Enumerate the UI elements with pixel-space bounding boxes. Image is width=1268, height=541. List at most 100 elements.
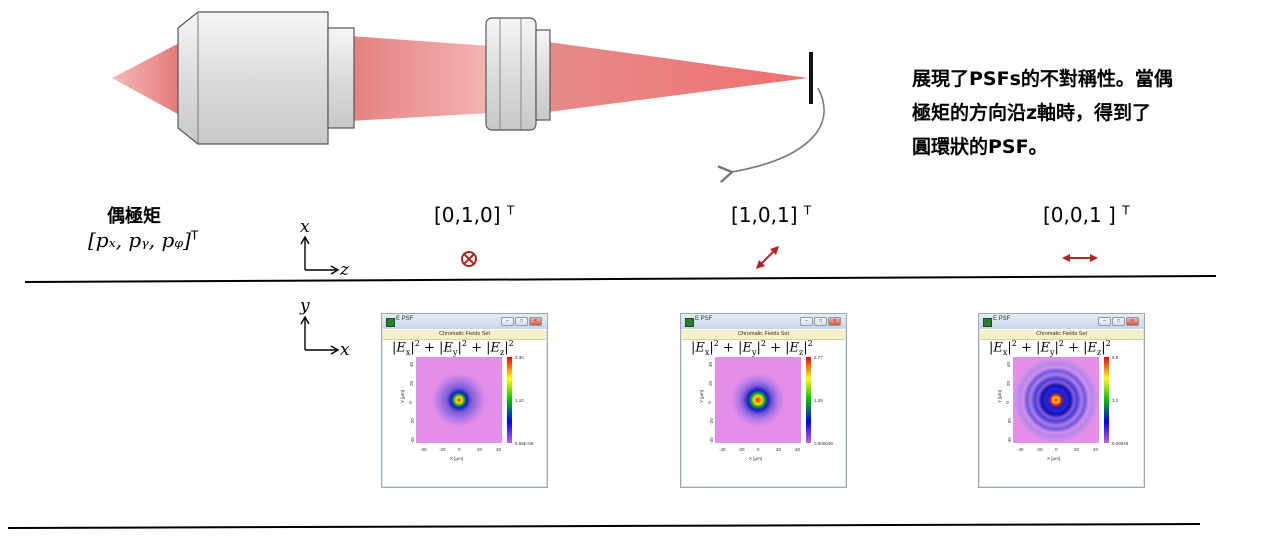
beam-middle (350, 36, 490, 121)
beam-converging (548, 42, 808, 112)
description-text: 展現了PSFs的不對稱性。當偶 極矩的方向沿z軸時，得到了 圓環狀的PSF。 (912, 62, 1242, 164)
minimize-button[interactable]: – (1098, 317, 1111, 326)
x-tick-label: 0 (1055, 447, 1058, 452)
upper-axes-icon (300, 235, 340, 275)
column-label-sup: T (1122, 203, 1130, 218)
window-titlebar[interactable]: E PSF –□× (979, 314, 1144, 329)
y-axis-label: Y [μm] (997, 389, 1003, 404)
objective-lens-icon (177, 11, 355, 145)
column-label-sup: T (506, 203, 515, 218)
column-label-text: [0,0,1 ] (1043, 203, 1116, 227)
dipole-vector-text: [pₓ, pᵧ, pᵩ] (88, 228, 191, 252)
y-axis-label: Y [μm] (699, 389, 705, 404)
lower-axis-vertical-label: y (300, 296, 310, 316)
dipole-vector-label: [pₓ, pᵧ, pᵩ]T (88, 228, 198, 252)
x-tick-label: 20 (477, 447, 483, 452)
y-tick-label: -20 (708, 418, 714, 425)
tube-lens-icon (485, 17, 551, 131)
dipole-title: 偶極矩 (107, 206, 161, 227)
x-tick-label: 40 (1093, 447, 1099, 452)
upper-axis-vertical-label: x (300, 217, 310, 237)
window-header: Chromatic Fields Set (682, 330, 845, 340)
lower-axes-icon (300, 315, 340, 355)
lower-axis-horizontal-label: x (340, 340, 350, 360)
cross-circle-icon (461, 251, 477, 267)
colorbar-mid-label: 1.29 (814, 398, 823, 403)
colorbar-max-label: 2.77 (814, 355, 823, 360)
horizontal-double-arrow-icon (1062, 254, 1098, 262)
y-tick-label: 40 (409, 361, 415, 368)
x-axis-label: X [μm] (749, 456, 763, 461)
close-button[interactable]: × (529, 317, 542, 326)
x-tick-label: -20 (439, 447, 446, 452)
y-tick-label: 40 (708, 361, 714, 368)
close-button[interactable]: × (828, 317, 841, 326)
x-tick-label: 40 (795, 447, 801, 452)
x-tick-label: 20 (776, 447, 782, 452)
x-tick-label: -40 (1017, 447, 1024, 452)
divider-bottom (7, 523, 1201, 529)
psf-heatmap (416, 357, 502, 443)
window-header: Chromatic Fields Set (980, 330, 1143, 340)
psf-window[interactable]: E PSF –□× Chromatic Fields Set|Ex|2 + |Ey|… (680, 313, 847, 488)
y-tick-label: -20 (409, 418, 415, 425)
colorbar-max-label: 6.6 (1112, 355, 1119, 360)
y-tick-label: 0 (706, 401, 712, 404)
y-tick-label: 0 (407, 401, 413, 404)
description-line: 極矩的方向沿z軸時，得到了 (912, 102, 1152, 124)
y-tick-label: 20 (708, 380, 714, 387)
column-label-text: [0,1,0] (434, 203, 501, 227)
window-title: E PSF (695, 316, 713, 322)
app-icon (386, 318, 395, 327)
column-label: [0,1,0] T (434, 203, 514, 227)
minimize-button[interactable]: – (800, 317, 813, 326)
description-line: 展現了PSFs的不對稱性。當偶 (912, 68, 1173, 90)
x-tick-label: 40 (496, 447, 502, 452)
x-tick-label: -40 (719, 447, 726, 452)
window-title: E PSF (396, 316, 414, 322)
colorbar-mid-label: 3.3 (1112, 398, 1119, 403)
curved-arrow (717, 87, 825, 183)
intensity-formula: |Ex|2 + |Ey|2 + |Ez|2 (989, 339, 1111, 357)
colorbar-max-label: 2.30 (515, 355, 524, 360)
column-label: [0,0,1 ] T (1043, 203, 1130, 227)
app-icon (685, 318, 694, 327)
window-title: E PSF (993, 316, 1011, 322)
y-tick-label: -20 (1006, 418, 1012, 425)
minimize-button[interactable]: – (501, 317, 514, 326)
focus-cone (112, 40, 185, 118)
column-label-sup: T (803, 203, 812, 218)
window-titlebar[interactable]: E PSF –□× (382, 314, 547, 329)
x-tick-label: -20 (1036, 447, 1043, 452)
y-tick-label: -40 (708, 437, 714, 444)
maximize-button[interactable]: □ (1112, 317, 1125, 326)
x-tick-label: 0 (757, 447, 760, 452)
close-button[interactable]: × (1126, 317, 1139, 326)
maximize-button[interactable]: □ (814, 317, 827, 326)
intensity-formula: |Ex|2 + |Ey|2 + |Ez|2 (691, 339, 813, 357)
upper-axis-horizontal-label: z (340, 260, 349, 280)
colorbar-min-label: 0.000049 (814, 441, 833, 446)
colorbar (507, 357, 512, 443)
y-tick-label: 20 (1006, 380, 1012, 387)
intensity-formula: |Ex|2 + |Ey|2 + |Ez|2 (392, 339, 514, 357)
psf-heatmap (1013, 357, 1099, 443)
maximize-button[interactable]: □ (515, 317, 528, 326)
y-tick-label: 0 (1004, 401, 1010, 404)
y-tick-label: -40 (409, 437, 415, 444)
diagonal-double-arrow-icon (756, 246, 779, 269)
psf-heatmap (715, 357, 801, 443)
description-line: 圓環狀的PSF。 (912, 136, 1048, 158)
window-titlebar[interactable]: E PSF –□× (681, 314, 846, 329)
x-tick-label: -40 (420, 447, 427, 452)
psf-window[interactable]: E PSF –□× Chromatic Fields Set|Ex|2 + |Ey|… (381, 313, 548, 488)
colorbar-mid-label: 1.10 (515, 398, 524, 403)
y-tick-label: 40 (1006, 361, 1012, 368)
y-axis-label: Y [μm] (400, 389, 406, 404)
colorbar (806, 357, 811, 443)
colorbar (1104, 357, 1109, 443)
psf-window[interactable]: E PSF –□× Chromatic Fields Set|Ex|2 + |Ey|… (978, 313, 1145, 488)
window-header: Chromatic Fields Set (383, 330, 546, 340)
colorbar-min-label: 0.00049 (1112, 441, 1129, 446)
